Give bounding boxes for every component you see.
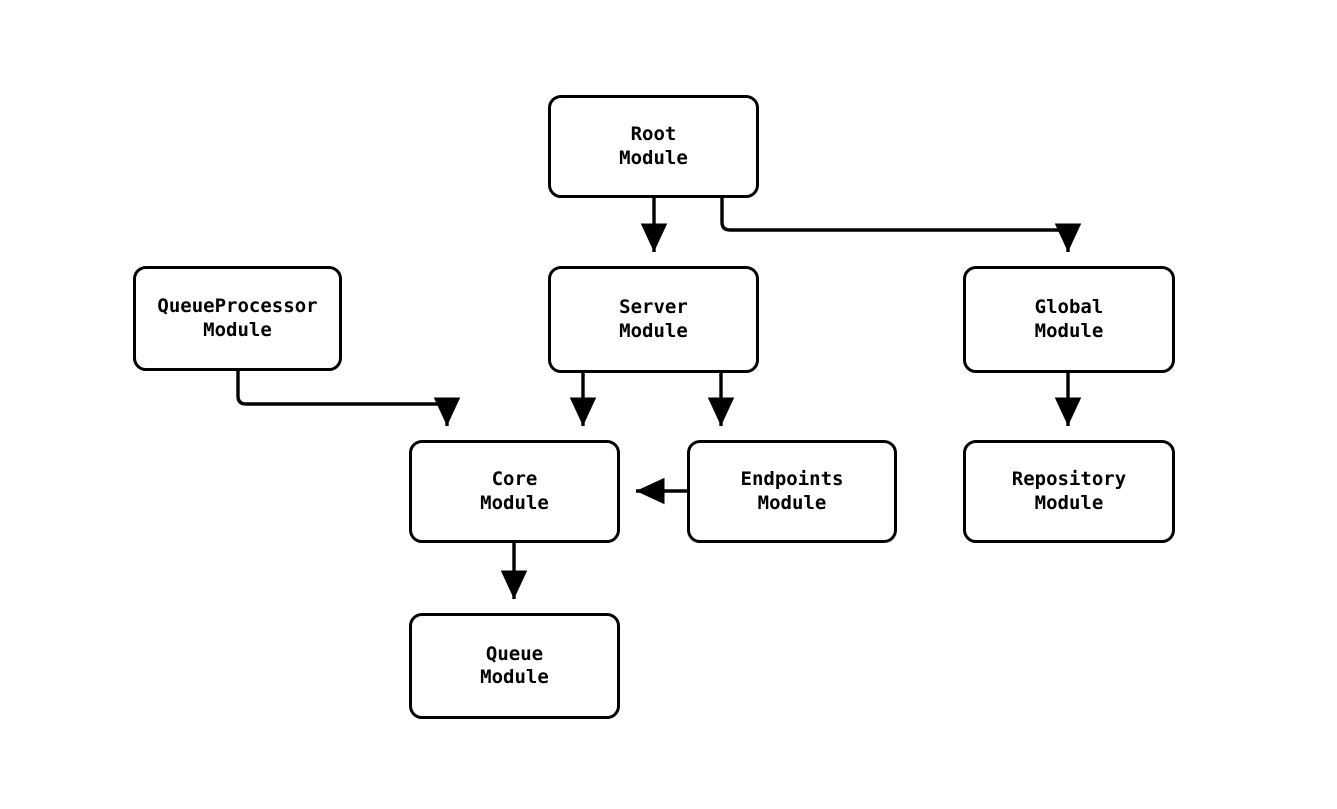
node-label-global: Global Module (1034, 296, 1104, 342)
node-queue[interactable]: Queue Module (409, 613, 620, 719)
node-label-queue: Queue Module (480, 642, 549, 688)
node-label-endpoints: Endpoints Module (740, 468, 844, 514)
node-root[interactable]: Root Module (548, 95, 759, 198)
node-label-core: Core Module (480, 468, 549, 514)
edge-root-to-global (720, 198, 1082, 253)
node-repository[interactable]: Repository Module (963, 440, 1175, 543)
node-label-root: Root Module (619, 123, 688, 169)
node-label-repository: Repository Module (1011, 468, 1127, 514)
edge-queueprocessor-to-core (236, 371, 461, 427)
node-queueprocessor[interactable]: QueueProcessor Module (133, 266, 342, 371)
node-label-queueprocessor: QueueProcessor Module (157, 295, 318, 341)
node-label-server: Server Module (619, 296, 688, 342)
node-server[interactable]: Server Module (548, 266, 759, 373)
node-global[interactable]: Global Module (963, 266, 1175, 373)
node-endpoints[interactable]: Endpoints Module (687, 440, 897, 543)
node-core[interactable]: Core Module (409, 440, 620, 543)
